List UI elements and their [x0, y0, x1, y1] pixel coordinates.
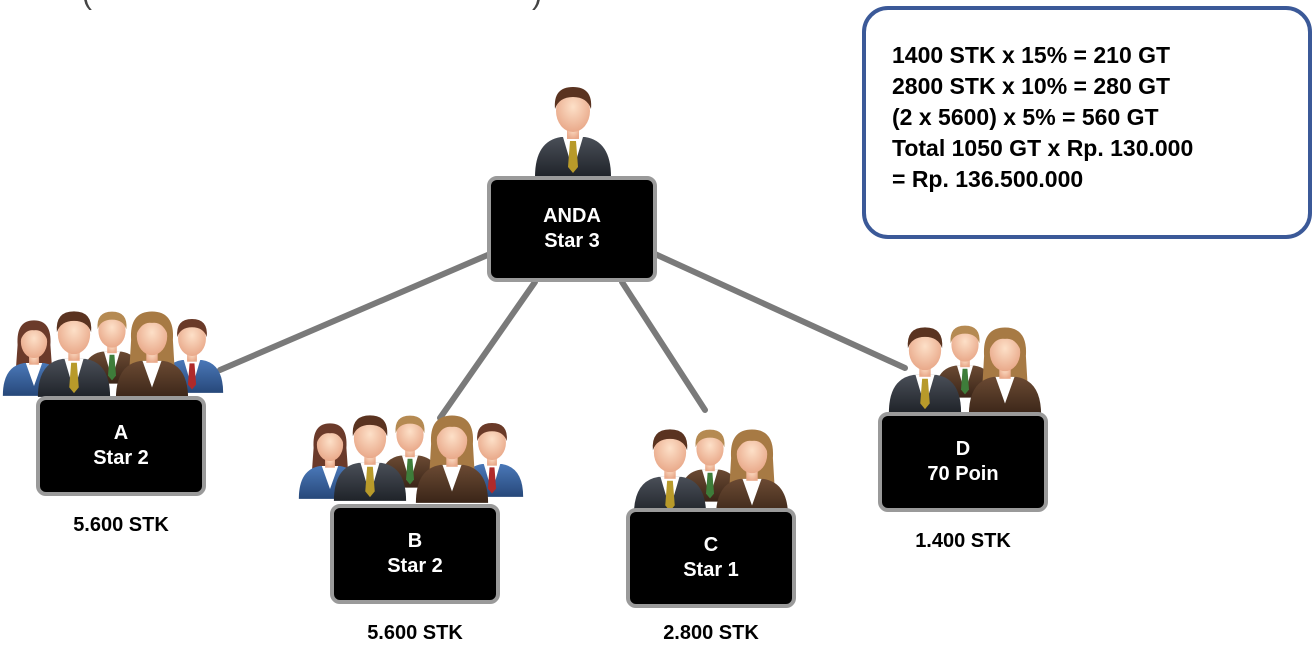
clipped-paren-left: (: [82, 0, 92, 11]
team-of-five-icon-b: [298, 415, 524, 503]
calculation-box: 1400 STK x 15% = 210 GT 2800 STK x 10% =…: [862, 6, 1312, 239]
root-rank: Star 3: [544, 230, 600, 252]
connector-to-c: [619, 279, 708, 413]
member-node-b: B Star 2: [330, 504, 500, 604]
member-rank: Star 2: [93, 447, 149, 469]
calculation-line: Total 1050 GT x Rp. 130.000: [892, 135, 1194, 161]
member-name: B: [407, 530, 423, 552]
calculation-line: (2 x 5600) x 5% = 560 GT: [892, 104, 1159, 130]
member-rank: 70 Poin: [927, 463, 999, 485]
member-rank: Star 2: [387, 555, 443, 577]
connector-to-d: [652, 251, 908, 371]
calculation-line: 1400 STK x 15% = 210 GT: [892, 42, 1171, 68]
member-volume-d: 1.400 STK: [915, 530, 1011, 552]
member-rank: Star 1: [683, 559, 739, 581]
clipped-heading: (): [82, 0, 542, 12]
member-volume-a: 5.600 STK: [73, 514, 169, 536]
team-of-three-icon-d: [888, 325, 1042, 415]
businessman-icon: [535, 87, 611, 177]
team-of-five-icon-a: [2, 311, 224, 399]
member-name: C: [703, 534, 719, 556]
connector-to-a: [217, 251, 493, 373]
member-volume-b: 5.600 STK: [367, 622, 463, 644]
team-of-three-icon-c: [633, 429, 789, 517]
member-name: D: [955, 438, 971, 460]
root-node: ANDA Star 3: [487, 176, 657, 282]
clipped-paren-right: ): [532, 0, 542, 11]
calculation-line: 2800 STK x 10% = 280 GT: [892, 73, 1171, 99]
member-node-a: A Star 2: [36, 396, 206, 496]
member-node-c: C Star 1: [626, 508, 796, 608]
connector-to-b: [437, 279, 538, 421]
calculation-line: = Rp. 136.500.000: [892, 166, 1084, 192]
member-name: A: [113, 422, 129, 444]
member-volume-c: 2.800 STK: [663, 622, 759, 644]
connector-lines: [217, 251, 908, 421]
member-node-d: D 70 Poin: [878, 412, 1048, 512]
root-name: ANDA: [543, 205, 601, 227]
